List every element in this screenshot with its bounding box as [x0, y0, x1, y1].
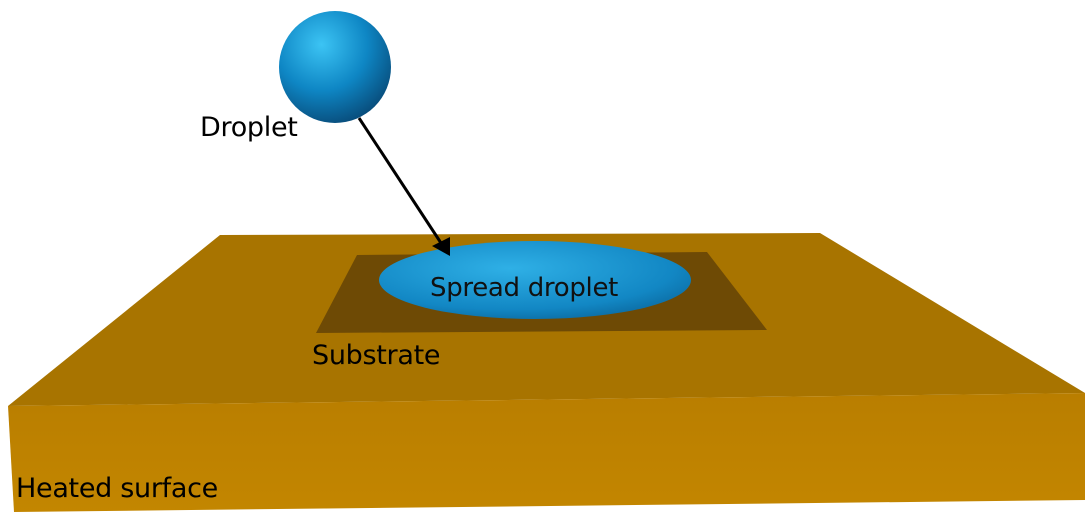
heated-surface-label: Heated surface — [16, 473, 218, 504]
droplet-sphere — [279, 11, 391, 123]
impact-arrow-head — [432, 237, 450, 256]
spread-droplet-label: Spread droplet — [430, 273, 618, 303]
spread-droplet-puddle — [379, 241, 691, 319]
impact-arrow-shaft — [357, 117, 443, 244]
substrate-label: Substrate — [312, 340, 440, 371]
droplet-label: Droplet — [200, 112, 298, 143]
heated-surface-front-face — [8, 393, 1085, 512]
